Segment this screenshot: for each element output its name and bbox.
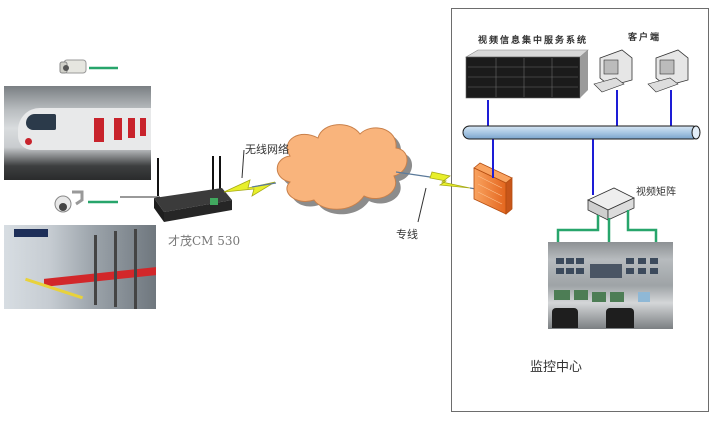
leased-line-lightning xyxy=(429,171,471,189)
client-pc-icon-1 xyxy=(593,49,633,93)
internet-cloud-icon xyxy=(276,124,408,210)
subway-platform-photo xyxy=(4,225,156,309)
firewall-icon xyxy=(473,162,513,215)
control-room-photo xyxy=(548,242,673,329)
client-pc-icon-2 xyxy=(647,49,689,93)
router-icon xyxy=(154,156,232,222)
router-model-label: 才茂CM 530 xyxy=(168,234,241,248)
client-label: 客户端 xyxy=(628,33,662,43)
monitor-center-title: 监控中心 xyxy=(530,360,583,375)
video-matrix-label: 视频矩阵 xyxy=(636,187,676,198)
bullet-camera-icon xyxy=(59,59,87,74)
video-matrix-icon xyxy=(587,187,635,221)
leased-line-label: 专线 xyxy=(396,228,418,241)
dome-camera-icon xyxy=(54,190,84,213)
wireless-network-label: 无线网络 xyxy=(245,143,289,156)
server-icon xyxy=(464,49,589,99)
wireless-lightning-left xyxy=(223,179,276,197)
server-label: 视频信息集中服务系统 xyxy=(478,36,589,46)
train-photo xyxy=(4,86,151,180)
network-bus xyxy=(462,125,701,140)
